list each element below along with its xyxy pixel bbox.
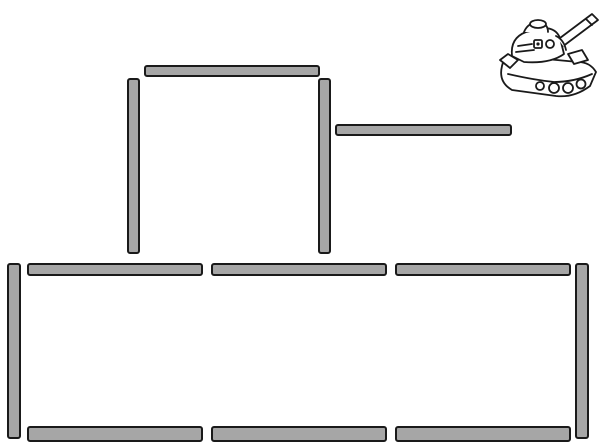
wall-upper-top [144,65,320,77]
wall-lower-top-2 [211,263,387,276]
wall-lower-right [575,263,589,439]
wall-lower-left [7,263,21,439]
wall-lower-bottom-1 [27,426,203,442]
wall-lower-bottom-3 [395,426,571,442]
wall-lower-top-1 [27,263,203,276]
wall-lower-top-3 [395,263,571,276]
wall-upper-left [127,78,140,254]
wall-lower-bottom-2 [211,426,387,442]
wall-upper-ledge [335,124,512,136]
wall-upper-right [318,78,331,254]
tank-icon[interactable] [494,10,600,100]
